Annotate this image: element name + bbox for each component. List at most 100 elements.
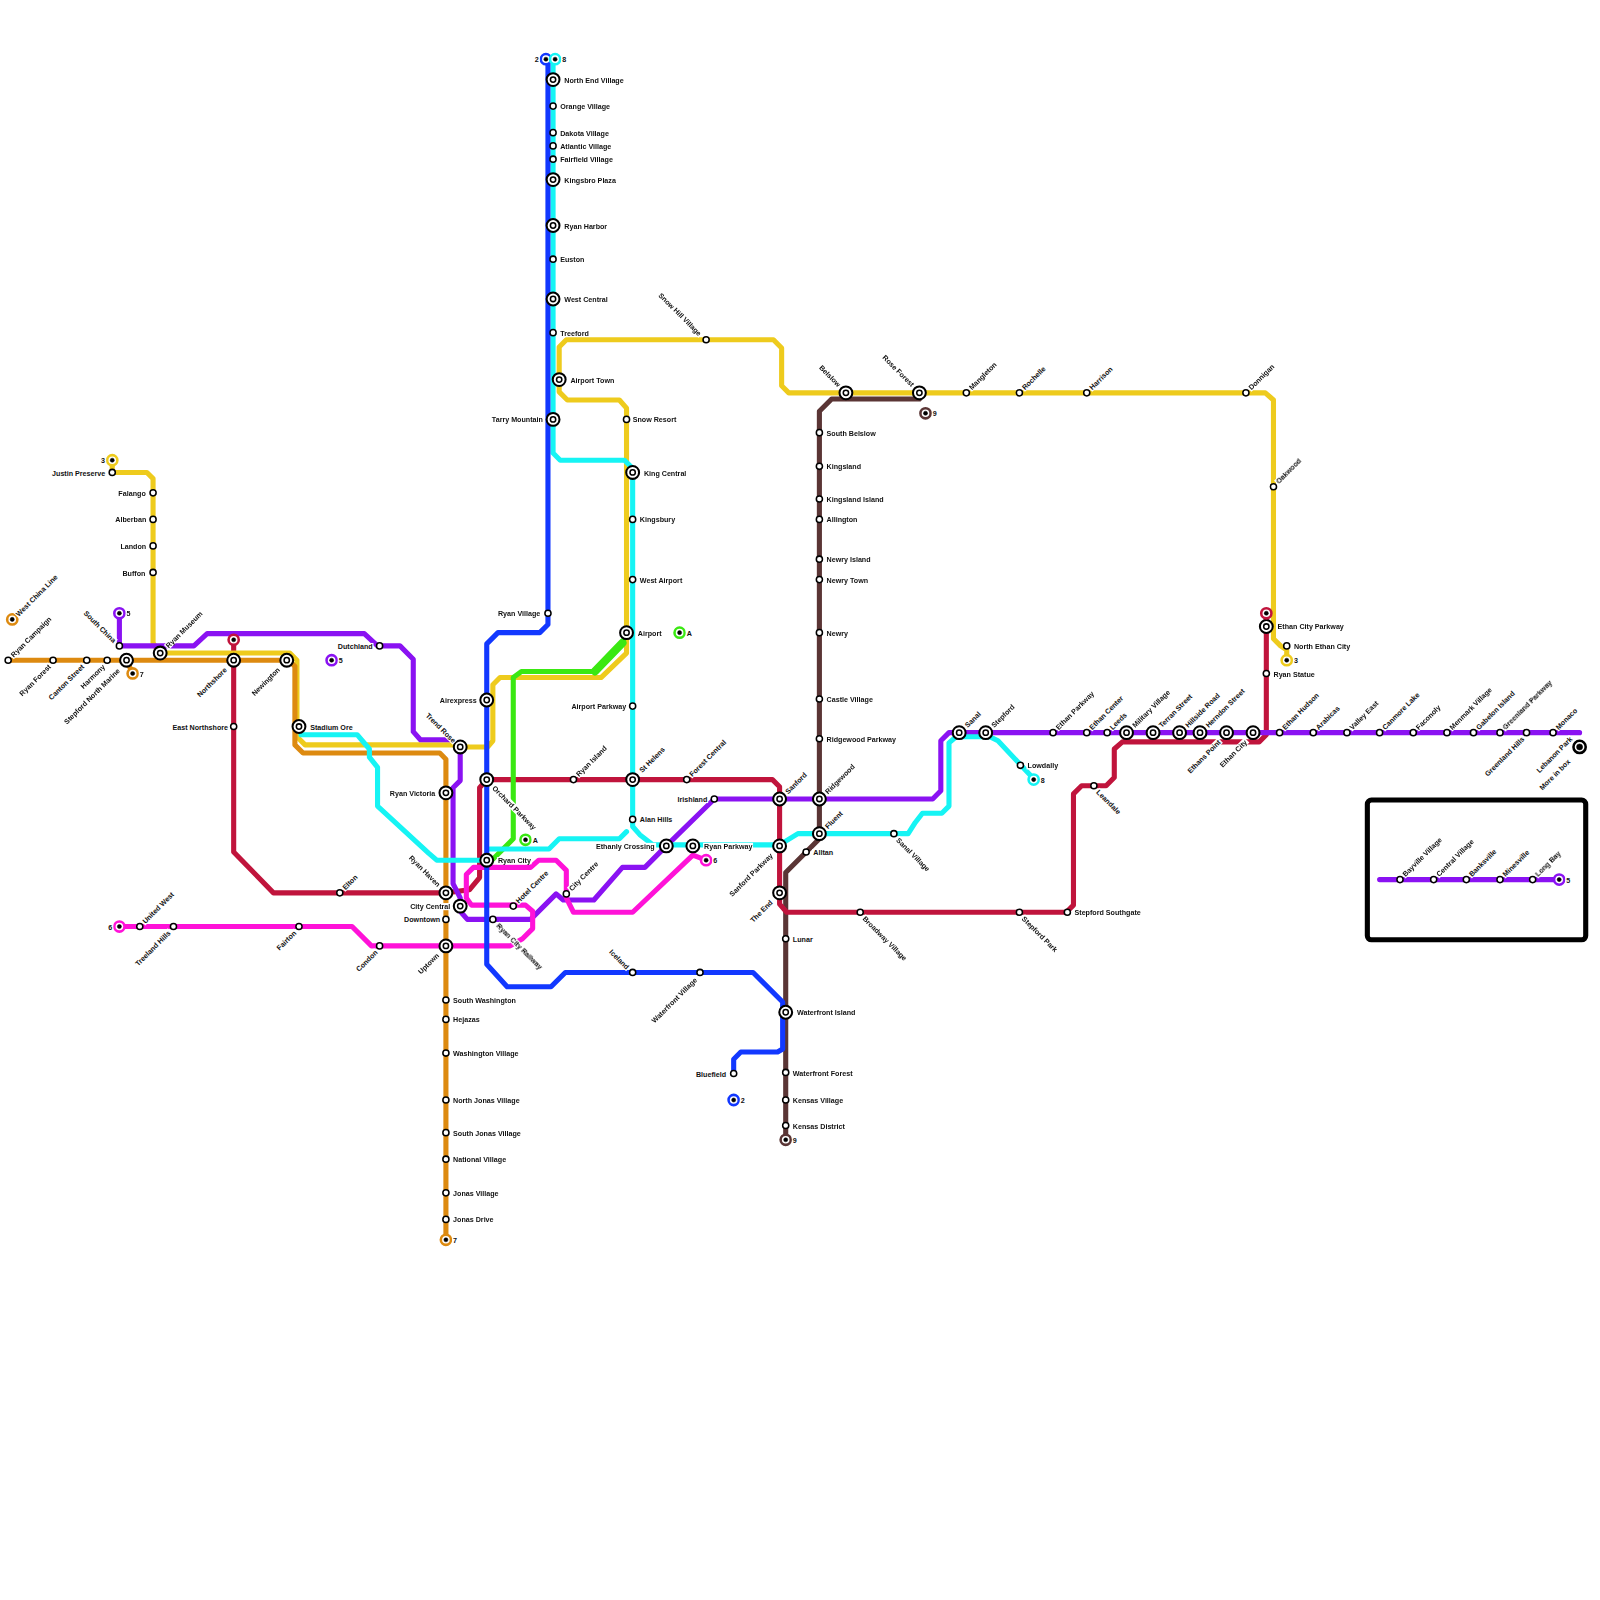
interchange-core bbox=[957, 730, 962, 735]
interchange-ring bbox=[547, 73, 560, 86]
interchange-core bbox=[231, 658, 236, 663]
station-label: Waterfront Island bbox=[796, 1009, 857, 1016]
interchange-core bbox=[550, 77, 555, 82]
station-label: Leandale bbox=[1094, 787, 1122, 815]
station-label: Oakwood bbox=[1274, 456, 1303, 485]
station-label: Ryan Campaign bbox=[9, 614, 54, 659]
terminal-core bbox=[232, 638, 236, 642]
station-dot bbox=[550, 156, 556, 162]
station-dot bbox=[150, 569, 156, 575]
station-dot bbox=[443, 1190, 449, 1196]
interchange-core bbox=[550, 296, 555, 301]
station-label: 7 bbox=[139, 670, 145, 677]
station-dot bbox=[1050, 730, 1056, 736]
station-label: South Washington bbox=[452, 996, 517, 1003]
station-label: Alltan bbox=[812, 848, 834, 855]
interchange-core bbox=[817, 796, 822, 801]
interchange-ring bbox=[480, 694, 493, 707]
station-label: Jonas Village bbox=[452, 1189, 500, 1196]
station-label: Rochelle bbox=[1020, 364, 1048, 392]
station-dot bbox=[116, 643, 122, 649]
interchange-ring bbox=[1194, 726, 1207, 739]
terminal-ring bbox=[128, 668, 138, 678]
station-dot bbox=[1084, 390, 1090, 396]
station-label: Snow Resort bbox=[632, 416, 678, 423]
terminal-core bbox=[1032, 778, 1036, 782]
station-label: 2 bbox=[740, 1096, 746, 1103]
interchange-ring bbox=[839, 386, 852, 399]
station-label: Orange Village bbox=[559, 103, 611, 110]
station-label: Ryan Village bbox=[497, 610, 541, 617]
terminal-ring bbox=[520, 835, 530, 845]
interchange-core bbox=[664, 843, 669, 848]
station-dot bbox=[1091, 783, 1097, 789]
station-dot bbox=[1084, 730, 1090, 736]
station-dot bbox=[443, 1130, 449, 1136]
interchange-ring bbox=[1220, 726, 1233, 739]
station-label: 5 bbox=[338, 657, 344, 664]
station-dot bbox=[1463, 877, 1469, 883]
terminal-core bbox=[923, 411, 927, 415]
station-label: Ryan Haven bbox=[407, 853, 442, 888]
station-dot bbox=[109, 469, 115, 475]
interchange-ring bbox=[439, 939, 452, 952]
station-label: Tarry Mountain bbox=[491, 416, 544, 423]
station-label: 6 bbox=[712, 857, 718, 864]
station-label: Newry Town bbox=[826, 576, 870, 583]
station-label: 2 bbox=[534, 56, 540, 63]
station-label: A bbox=[686, 629, 693, 636]
interchange-core bbox=[1197, 730, 1202, 735]
station-label: Airport Town bbox=[569, 376, 615, 383]
station-label: Treeland Hills bbox=[133, 928, 172, 967]
interchange-core bbox=[843, 390, 848, 395]
station-label: Trend Rose bbox=[424, 710, 458, 744]
station-label: Ryan Statue bbox=[1272, 670, 1315, 677]
terminal-core bbox=[1264, 611, 1268, 615]
terminal-core bbox=[10, 617, 14, 621]
interchange-ring bbox=[1120, 726, 1133, 739]
terminal-ring bbox=[327, 655, 337, 665]
terminal-core bbox=[678, 631, 682, 635]
station-label: Airexpress bbox=[439, 696, 478, 703]
station-label: Stepford Park bbox=[1020, 914, 1060, 954]
interchange-core bbox=[690, 843, 695, 848]
interchange-ring bbox=[913, 386, 926, 399]
interchange-core bbox=[1177, 730, 1182, 735]
terminal-ring bbox=[920, 408, 930, 418]
interchange-core bbox=[458, 903, 463, 908]
terminal-ring bbox=[1282, 655, 1292, 665]
station-label: Monaco bbox=[1554, 706, 1580, 732]
station-dot bbox=[630, 969, 636, 975]
terminal-ring bbox=[1261, 608, 1271, 618]
station-label: South Jonas Village bbox=[452, 1129, 522, 1136]
station-dot bbox=[1444, 730, 1450, 736]
station-dot bbox=[1410, 730, 1416, 736]
interchange-core bbox=[1224, 730, 1229, 735]
station-dot bbox=[1104, 730, 1110, 736]
station-label: Airport Parkway bbox=[570, 703, 627, 710]
station-label: Sanal bbox=[963, 709, 983, 729]
terminal-core bbox=[444, 1238, 448, 1242]
interchange-ring bbox=[773, 886, 786, 899]
interchange-core bbox=[550, 177, 555, 182]
station-dot bbox=[816, 696, 822, 702]
station-label: 8 bbox=[561, 56, 567, 63]
station-label: Newry bbox=[826, 629, 849, 636]
station-dot bbox=[783, 936, 789, 942]
interchange-ring bbox=[620, 626, 633, 639]
station-label: North End Village bbox=[563, 76, 624, 83]
interchange-ring bbox=[979, 726, 992, 739]
station-label: East Northshore bbox=[171, 723, 229, 730]
station-label: 9 bbox=[792, 1136, 798, 1143]
terminal-ring bbox=[114, 921, 124, 931]
terminal-core bbox=[784, 1138, 788, 1142]
station-label: West Central bbox=[563, 295, 609, 302]
station-label: Ethan Center bbox=[1087, 693, 1125, 731]
interchange-core bbox=[817, 831, 822, 836]
station-dot bbox=[296, 923, 302, 929]
station-label: Ethan City Parkway bbox=[1277, 622, 1345, 629]
interchange-core bbox=[458, 744, 463, 749]
interchange-ring bbox=[553, 373, 566, 386]
station-label: Dutchland bbox=[337, 642, 374, 649]
